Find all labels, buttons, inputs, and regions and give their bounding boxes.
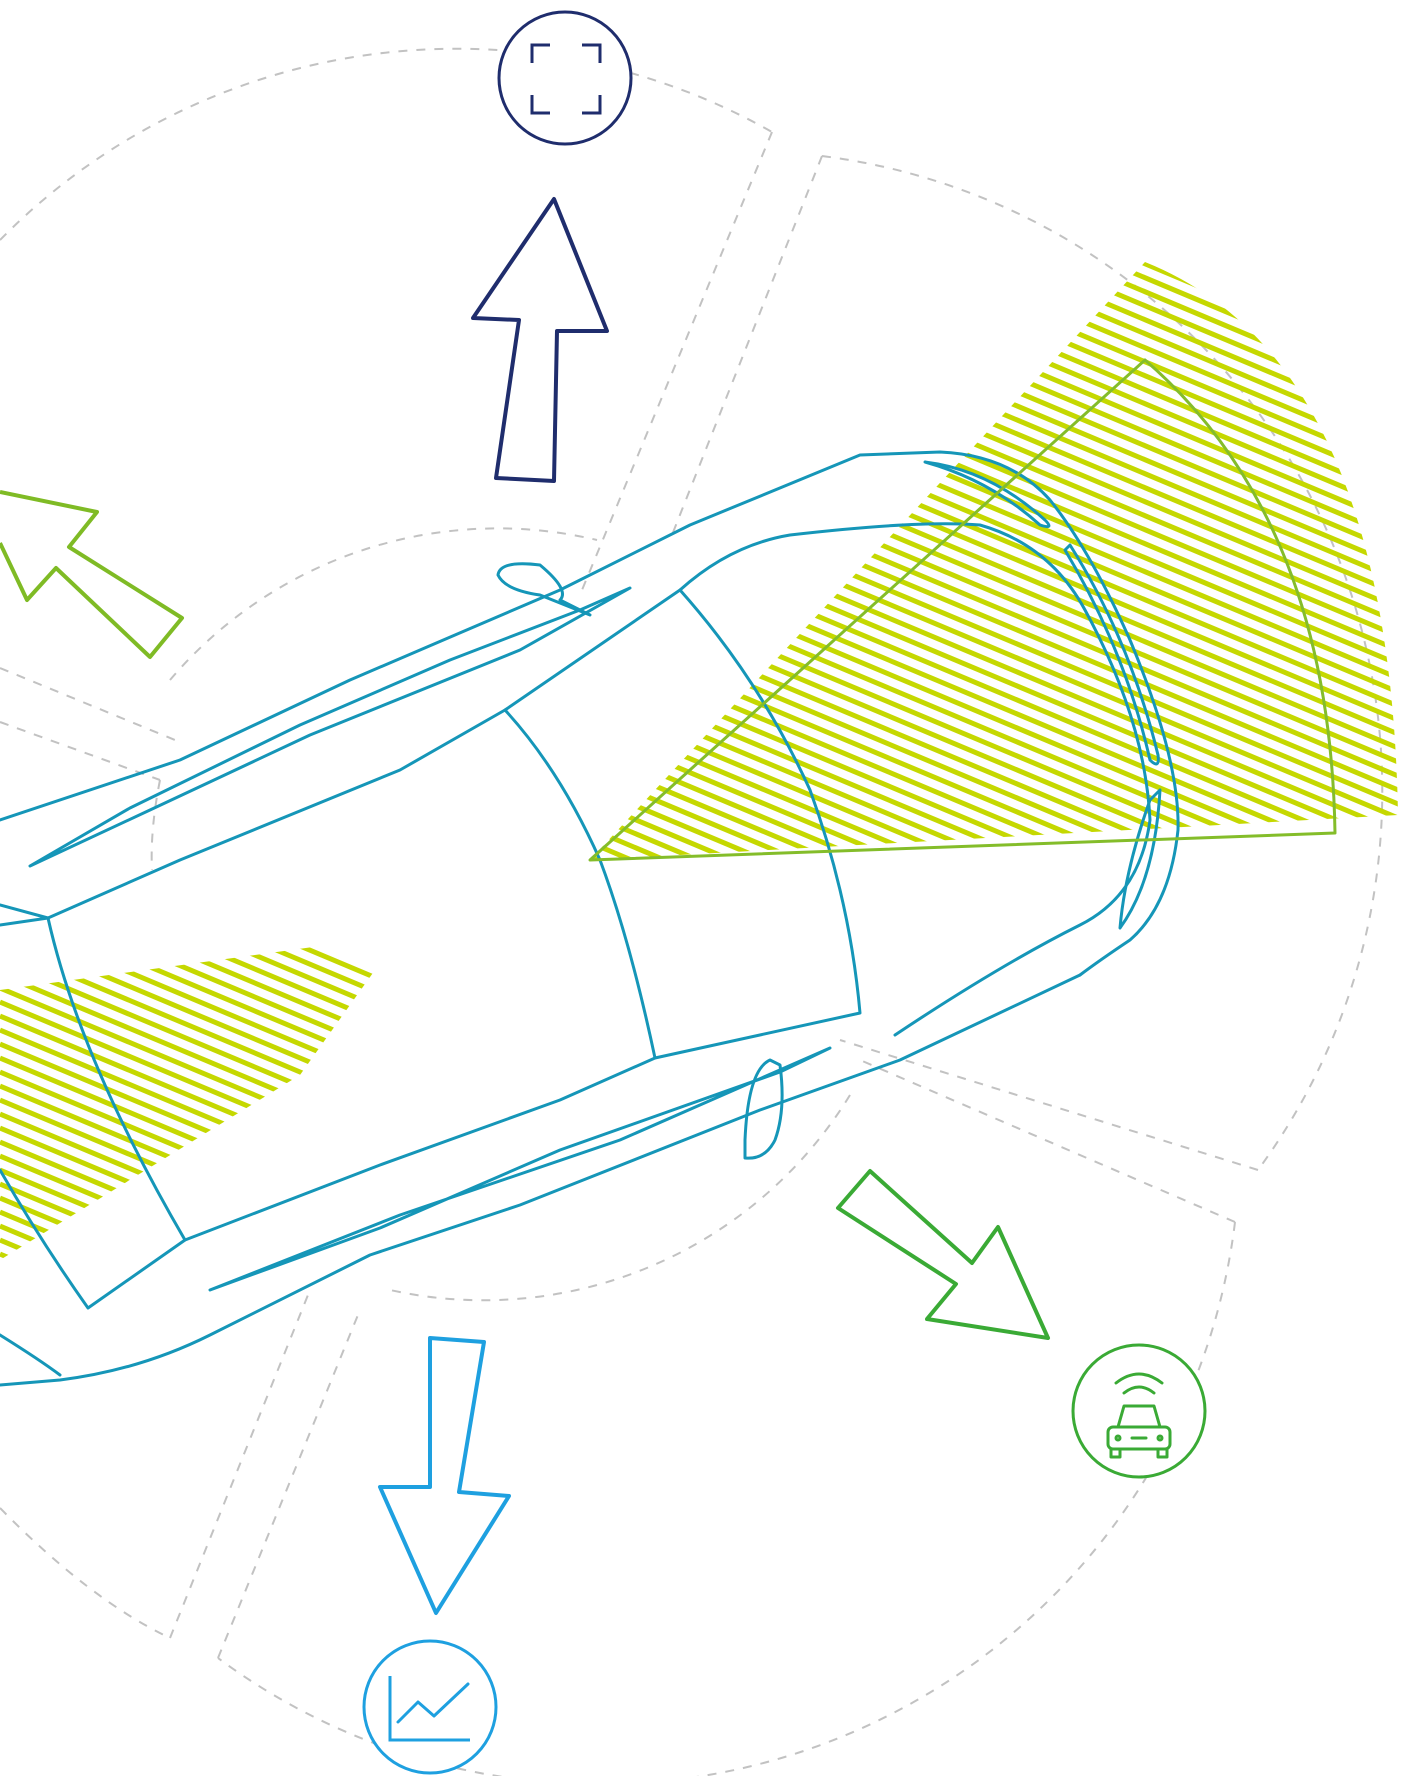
arrow-up <box>471 197 609 483</box>
hatch-stroke <box>590 785 1398 860</box>
car-outline <box>0 450 1180 1387</box>
hatch-stroke <box>560 886 1420 1247</box>
hatch-stroke <box>560 900 1420 1261</box>
sensor-field-cone <box>588 358 1337 862</box>
hatch-stroke <box>0 1181 400 1260</box>
sector-line-left-lower <box>0 721 161 781</box>
car-roof-rail-upper <box>0 708 507 920</box>
hatch-stroke <box>560 872 1420 1233</box>
hatch-stroke <box>590 262 1398 382</box>
hatch-stroke <box>0 1195 400 1260</box>
hatch-stroke <box>590 262 1398 396</box>
hatch-stroke <box>0 1251 400 1260</box>
line-chart-icon <box>362 1639 498 1775</box>
sector-line-lower-right <box>859 1059 1236 1223</box>
hatch-stroke <box>590 262 1398 298</box>
hatch-stroke <box>0 1069 400 1251</box>
hatch-stroke <box>590 262 1398 312</box>
headlight-right-edge <box>1063 543 1160 766</box>
hatch-stroke <box>590 841 1398 860</box>
hatch-stroke <box>590 743 1398 860</box>
hatch-stroke <box>590 262 1398 424</box>
connected-car-icon <box>1071 1343 1207 1479</box>
hatch-stroke <box>0 1111 400 1260</box>
sector-line-left-upper <box>0 667 176 741</box>
inner-ring-arc-bottom <box>389 1094 851 1302</box>
hatch-stroke <box>0 1097 400 1260</box>
outer-ring-arc-top <box>0 47 773 241</box>
car-rear-bumper <box>0 1333 62 1377</box>
hatch-stroke <box>0 1268 420 1444</box>
sector-line-bottom <box>217 1309 361 1659</box>
car-roof-rail-lower <box>183 1056 657 1242</box>
hatch-stroke <box>0 935 400 1013</box>
hatch-stroke <box>590 701 1398 860</box>
hatch-stroke <box>590 262 1398 340</box>
car-side-window-lower <box>208 1046 832 1292</box>
hatch-stroke <box>0 1223 400 1260</box>
hatch-stroke <box>590 262 1398 466</box>
hatch-stroke <box>590 262 1398 452</box>
hatch-stroke <box>590 262 1398 284</box>
sector-line-top <box>581 131 773 591</box>
hatch-stroke <box>590 262 1398 438</box>
hatch-stroke <box>590 855 1398 860</box>
hatch-stroke <box>590 262 1398 354</box>
sector-line-right <box>839 1039 1259 1171</box>
hatch-stroke <box>590 262 1398 326</box>
hatch-stroke <box>590 771 1398 860</box>
car-windshield <box>503 588 862 1060</box>
outer-ring-arc-lower <box>217 1221 1236 1776</box>
hatch-stroke <box>0 935 400 999</box>
headlight-lower-right <box>1118 788 1162 930</box>
mirror-left <box>496 562 592 617</box>
dashed-guide-rings <box>0 47 1384 1776</box>
car-side-window-upper <box>28 586 632 868</box>
hatch-stroke <box>0 1237 400 1260</box>
hatch-stroke <box>0 1209 400 1260</box>
hatch-stroke <box>590 813 1398 860</box>
hatch-stroke <box>590 687 1398 860</box>
arrow-down <box>378 1336 511 1615</box>
focus-frame-icon <box>497 10 633 146</box>
sector-line-upper-right <box>669 155 823 541</box>
hatch-stroke <box>0 1153 400 1260</box>
mirror-right <box>743 1058 784 1160</box>
arrow-up-left <box>0 490 184 659</box>
rear-sensor-hatch <box>0 935 420 1472</box>
arrow-down-right <box>836 1169 1050 1340</box>
hatch-stroke <box>0 1296 420 1472</box>
inner-ring-arc <box>169 527 598 681</box>
sector-line-lower-left <box>169 1289 311 1639</box>
hatch-stroke <box>590 729 1398 860</box>
car-rear-window <box>0 916 187 1310</box>
car-hood-crease <box>678 522 1152 1037</box>
hatch-stroke <box>590 262 1398 480</box>
hatch-stroke <box>590 262 1398 410</box>
outer-ring-arc-right <box>821 155 1384 1171</box>
hatch-stroke <box>0 1282 420 1458</box>
hatch-stroke <box>590 715 1398 860</box>
car-body-upper-edge <box>0 450 1180 977</box>
front-sensor-hatch <box>560 262 1420 1261</box>
hatch-stroke <box>590 262 1398 368</box>
hatch-stroke <box>0 1125 400 1260</box>
hatch-stroke <box>590 757 1398 860</box>
car-body-lower-edge <box>0 973 1082 1387</box>
outer-ring-arc-left <box>0 1507 171 1639</box>
headlight-upper <box>923 460 1051 529</box>
